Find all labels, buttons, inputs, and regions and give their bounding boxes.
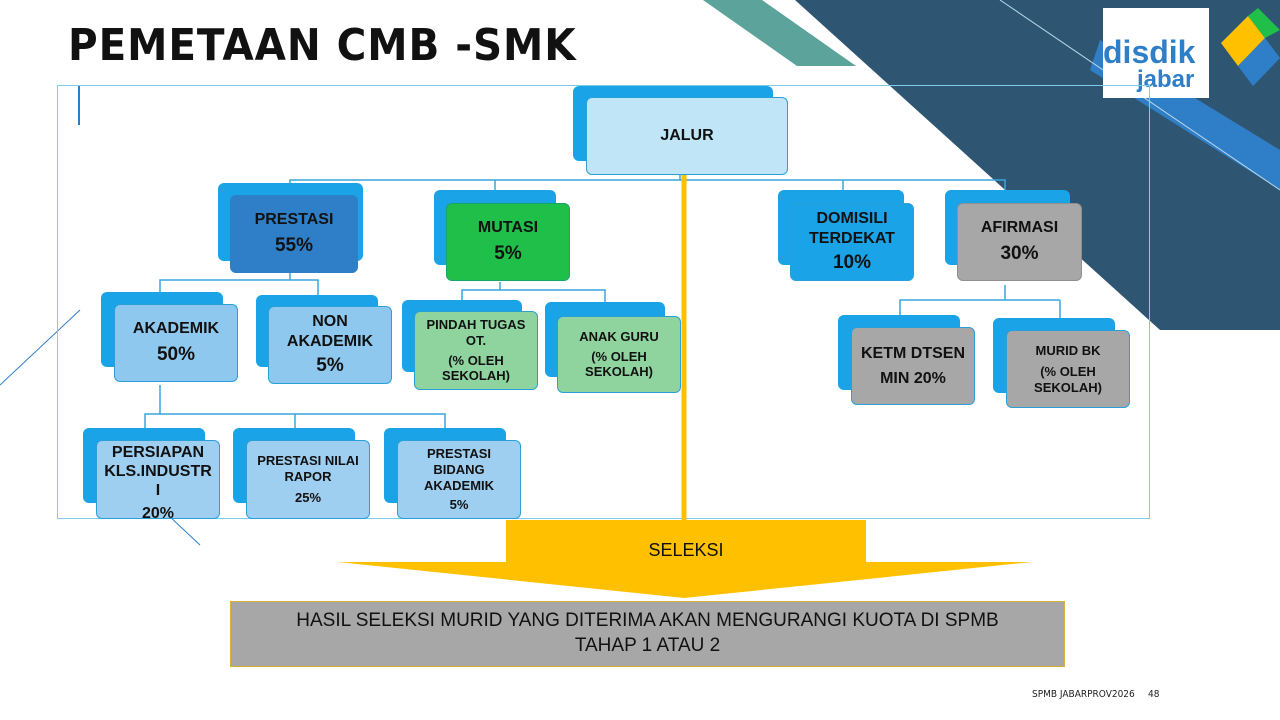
footer-source: SPMB JABARPROV2026 xyxy=(1032,689,1135,700)
node-non-akademik-label-1: NON xyxy=(312,313,348,331)
node-murid-bk-label: MURID BK xyxy=(1035,342,1101,358)
logo-text-disdik: disdik xyxy=(1103,34,1196,70)
node-domisili-label-1: DOMISILI xyxy=(816,210,888,228)
node-ketm: KETM DTSEN MIN 20% xyxy=(851,327,975,405)
result-line-1: HASIL SELEKSI MURID YANG DITERIMA AKAN M… xyxy=(296,610,999,632)
node-anak-guru-label: ANAK GURU xyxy=(579,329,659,345)
logo-text-jabar: jabar xyxy=(1137,66,1195,93)
node-anak-guru-note-1: (% OLEH xyxy=(591,348,647,364)
node-pindah-tugas: PINDAH TUGAS OT. (% OLEH SEKOLAH) xyxy=(414,311,538,390)
node-prestasi: PRESTASI 55% xyxy=(230,195,358,273)
node-nilai-rapor-label-1: PRESTASI NILAI xyxy=(257,453,359,469)
disdik-jabar-logo: disdik jabar xyxy=(1103,8,1280,98)
node-anak-guru: ANAK GURU (% OLEH SEKOLAH) xyxy=(557,316,681,393)
node-non-akademik: NON AKADEMIK 5% xyxy=(268,306,392,384)
node-akademik: AKADEMIK 50% xyxy=(114,304,238,382)
node-afirmasi: AFIRMASI 30% xyxy=(957,203,1082,281)
footer-page-number: 48 xyxy=(1148,689,1160,700)
node-nilai-rapor-pct: 25% xyxy=(294,490,322,506)
node-non-akademik-label-2: AKADEMIK xyxy=(286,332,374,350)
node-murid-bk: MURID BK (% OLEH SEKOLAH) xyxy=(1006,330,1130,408)
node-persiapan: PERSIAPAN KLS.INDUSTR I 20% xyxy=(96,440,220,522)
node-bidang-akademik: PRESTASI BIDANG AKADEMIK 5% xyxy=(397,440,521,519)
node-nilai-rapor-label-2: RAPOR xyxy=(284,468,332,484)
node-non-akademik-pct: 5% xyxy=(316,354,344,376)
node-pindah-tugas-note-2: SEKOLAH) xyxy=(442,368,510,384)
node-bidang-akademik-pct: 5% xyxy=(449,497,469,513)
diagonal-line-left xyxy=(0,309,81,386)
seleksi-arrow xyxy=(338,520,1032,598)
node-pindah-tugas-label-1: PINDAH TUGAS xyxy=(426,317,526,333)
node-pindah-tugas-label-2: OT. xyxy=(465,332,487,348)
node-jalur: JALUR xyxy=(586,97,788,175)
node-mutasi-pct: 5% xyxy=(494,243,522,265)
node-domisili: DOMISILI TERDEKAT 10% xyxy=(790,203,914,281)
node-akademik-pct: 50% xyxy=(156,344,196,366)
diagram-frame xyxy=(57,85,1150,519)
node-bidang-akademik-label-3: AKADEMIK xyxy=(423,477,495,493)
slide-title: PEMETAAN CMB -SMK xyxy=(68,20,577,71)
node-nilai-rapor: PRESTASI NILAI RAPOR 25% xyxy=(246,440,370,519)
node-anak-guru-note-2: SEKOLAH) xyxy=(585,364,653,380)
node-jalur-label: JALUR xyxy=(660,127,714,145)
node-murid-bk-note-1: (% OLEH xyxy=(1040,364,1096,380)
node-murid-bk-note-2: SEKOLAH) xyxy=(1034,379,1102,395)
teal-stripe xyxy=(703,0,856,66)
node-prestasi-pct: 55% xyxy=(274,235,314,257)
node-persiapan-pct: 20% xyxy=(141,504,175,522)
node-persiapan-label-3: I xyxy=(155,482,161,500)
node-prestasi-label: PRESTASI xyxy=(254,211,334,228)
node-ketm-label-1: KETM DTSEN xyxy=(861,344,965,362)
node-persiapan-label-1: PERSIAPAN xyxy=(111,444,205,461)
result-line-2: TAHAP 1 ATAU 2 xyxy=(574,635,721,656)
node-bidang-akademik-label-1: PRESTASI xyxy=(426,446,492,462)
node-mutasi-label: MUTASI xyxy=(477,219,539,236)
node-mutasi: MUTASI 5% xyxy=(446,203,570,281)
node-bidang-akademik-label-2: BIDANG xyxy=(433,461,485,477)
logo-mark-icon xyxy=(1221,8,1280,86)
node-domisili-label-2: TERDEKAT xyxy=(809,229,895,247)
node-ketm-label-2: MIN 20% xyxy=(880,370,946,387)
result-box: HASIL SELEKSI MURID YANG DITERIMA AKAN M… xyxy=(230,601,1065,667)
node-afirmasi-pct: 30% xyxy=(1000,243,1039,265)
node-pindah-tugas-note-1: (% OLEH xyxy=(448,352,504,368)
node-persiapan-label-2: KLS.INDUSTR xyxy=(104,463,212,481)
node-afirmasi-label: AFIRMASI xyxy=(980,219,1059,236)
node-domisili-pct: 10% xyxy=(832,251,872,273)
seleksi-label: SELEKSI xyxy=(648,540,724,560)
node-akademik-label: AKADEMIK xyxy=(132,320,220,337)
